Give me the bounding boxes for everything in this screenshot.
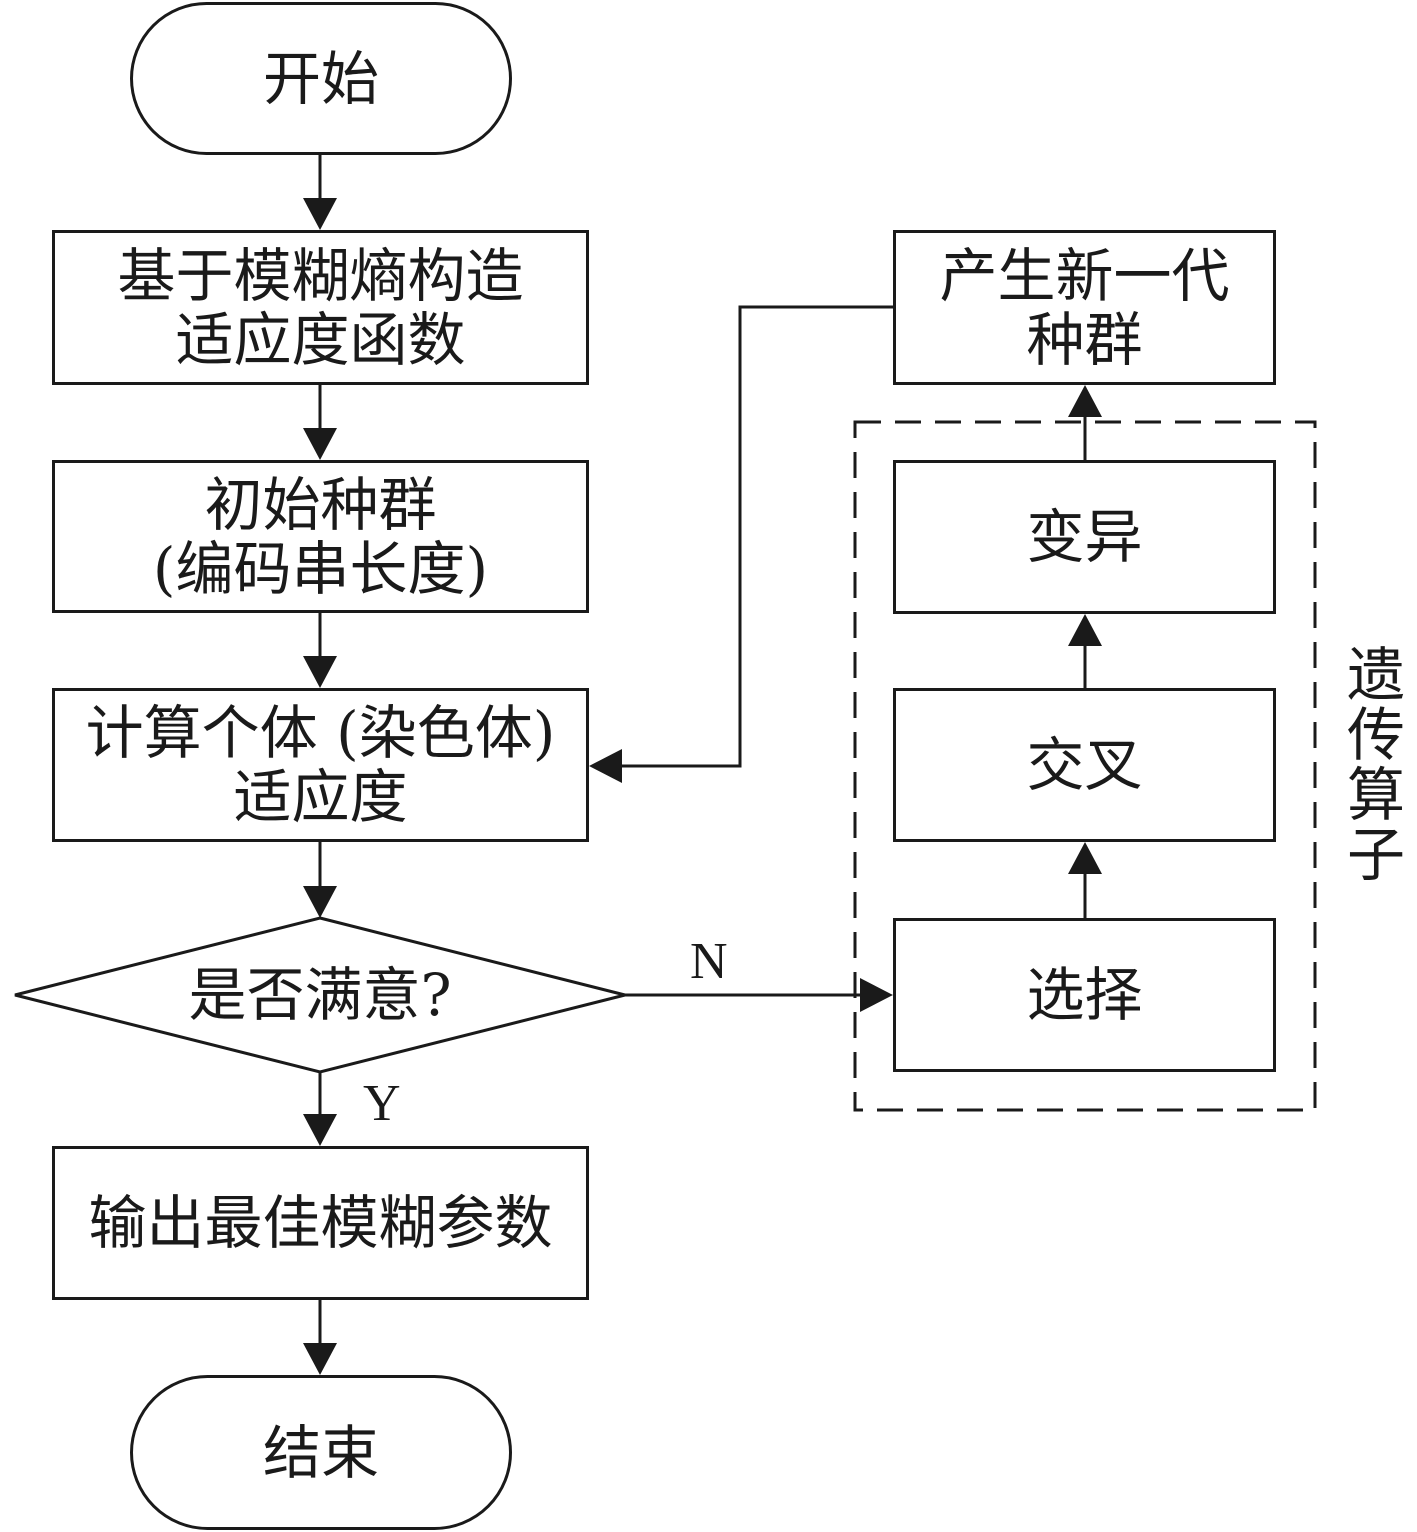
selection-label: 选择 bbox=[1026, 961, 1143, 1029]
arrowhead bbox=[303, 1343, 337, 1375]
selection-node: 选择 bbox=[893, 918, 1276, 1072]
mutation-label: 变异 bbox=[1026, 503, 1143, 571]
fitness-function-line-2: 适应度函数 bbox=[175, 305, 466, 374]
arrowhead bbox=[860, 978, 893, 1012]
yes-branch-label: Y bbox=[363, 1075, 401, 1132]
arrowhead bbox=[303, 1114, 337, 1146]
initial-population-line-2: (编码串长度) bbox=[152, 534, 489, 603]
end-label: 结束 bbox=[262, 1418, 379, 1487]
arrowhead bbox=[303, 198, 337, 230]
genetic-operator-group-label: 遗传算子 bbox=[1346, 641, 1405, 889]
new-generation-node: 产生新一代 种群 bbox=[893, 230, 1276, 385]
mutation-node: 变异 bbox=[893, 460, 1276, 614]
end-node: 结束 bbox=[130, 1375, 512, 1530]
decision-diamond bbox=[14, 916, 626, 1074]
start-node: 开始 bbox=[130, 2, 512, 155]
genetic-operator-group-border bbox=[853, 420, 1317, 1112]
new-generation-line-1: 产生新一代 bbox=[939, 241, 1230, 310]
decision-node: 是否满意? bbox=[120, 955, 520, 1035]
new-generation-line-2: 种群 bbox=[1026, 305, 1143, 374]
initial-population-node: 初始种群 (编码串长度) bbox=[52, 460, 589, 613]
arrowhead bbox=[303, 656, 337, 688]
fitness-function-node: 基于模糊熵构造 适应度函数 bbox=[52, 230, 589, 385]
arrow-new-generation-to-compute-fitness bbox=[620, 305, 893, 768]
fitness-function-line-1: 基于模糊熵构造 bbox=[117, 241, 524, 310]
start-label: 开始 bbox=[262, 44, 379, 113]
arrowhead bbox=[303, 886, 337, 918]
initial-population-line-1: 初始种群 bbox=[204, 470, 437, 539]
arrowhead bbox=[303, 428, 337, 460]
decision-label: 是否满意? bbox=[188, 961, 452, 1029]
arrowhead bbox=[1068, 385, 1102, 417]
compute-fitness-line-2: 适应度 bbox=[233, 763, 408, 831]
no-branch-label: N bbox=[690, 933, 728, 990]
compute-fitness-line-1: 计算个体 (染色体) bbox=[85, 699, 556, 767]
arrowhead bbox=[1068, 842, 1102, 874]
arrowhead bbox=[589, 749, 622, 783]
arrowhead bbox=[1068, 614, 1102, 646]
output-node: 输出最佳模糊参数 bbox=[52, 1146, 589, 1300]
crossover-node: 交叉 bbox=[893, 688, 1276, 842]
output-label: 输出最佳模糊参数 bbox=[88, 1189, 553, 1257]
compute-fitness-node: 计算个体 (染色体) 适应度 bbox=[52, 688, 589, 842]
crossover-label: 交叉 bbox=[1026, 731, 1143, 799]
